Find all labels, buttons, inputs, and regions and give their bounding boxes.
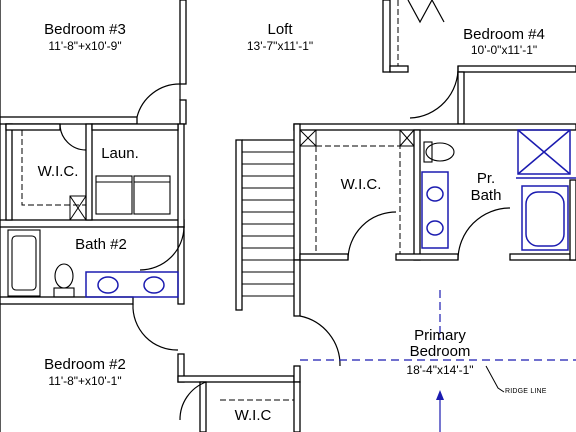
primary-bath-label-line2: Bath [470, 187, 502, 204]
bedroom-4-label: Bedroom #4 [463, 26, 545, 43]
loft-label: Loft [267, 21, 293, 38]
wic-left-label: W.I.C. [37, 163, 79, 180]
bedroom-3-label: Bedroom #3 [44, 21, 126, 38]
bedroom-3-dimensions: 11'-8"+x10'-9" [48, 39, 122, 53]
bath-2-label: Bath #2 [75, 236, 127, 253]
loft-dimensions: 13'-7"x11'-1" [246, 39, 314, 53]
laundry-label: Laun. [101, 145, 139, 162]
primary-bedroom-dimensions: 18'-4"x14'-1" [406, 363, 474, 377]
primary-bedroom-label-line2: Bedroom [409, 343, 471, 360]
primary-bath-label-line1: Pr. [476, 170, 496, 187]
ridge-line-label: RIDGE LINE [505, 388, 547, 395]
bedroom-4-dimensions: 10'-0"x11'-1" [470, 43, 538, 57]
bedroom-2-dimensions: 11'-8"+x10'-1" [48, 374, 122, 388]
wic-bottom-label: W.I.C [234, 407, 272, 424]
bedroom-2-label: Bedroom #2 [44, 356, 126, 373]
primary-bedroom-label-line1: Primary [414, 327, 466, 344]
wic-primary-label: W.I.C. [340, 176, 382, 193]
